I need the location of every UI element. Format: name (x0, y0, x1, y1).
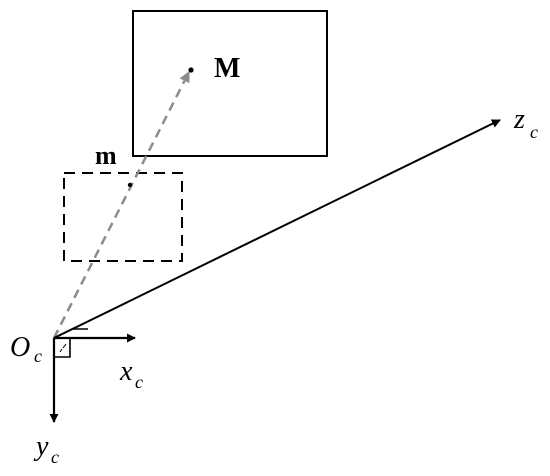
origin-label-main: O (10, 332, 30, 363)
y-axis-label-main: y (33, 431, 49, 462)
camera-frame-icon (53, 328, 88, 358)
origin-label: O c (10, 332, 42, 366)
z-axis-label-main: z (513, 104, 525, 135)
y-axis-label: y c (33, 431, 59, 467)
z-axis-label: z c (513, 104, 538, 142)
image-point-dot (127, 182, 133, 188)
y-axis-label-sub: c (51, 447, 59, 467)
image-point-label: m (95, 141, 117, 170)
world-point-dot (188, 67, 194, 73)
z-axis (53, 119, 501, 339)
projection-ray (52, 71, 191, 339)
world-point-label: M (214, 53, 240, 84)
image-plane (63, 172, 183, 262)
world-plane (132, 10, 328, 157)
x-axis-label-main: x (119, 356, 133, 387)
x-axis-label: x c (119, 356, 143, 392)
x-axis-label-sub: c (135, 372, 143, 392)
z-axis-label-sub: c (530, 122, 538, 142)
origin-label-sub: c (34, 346, 42, 366)
